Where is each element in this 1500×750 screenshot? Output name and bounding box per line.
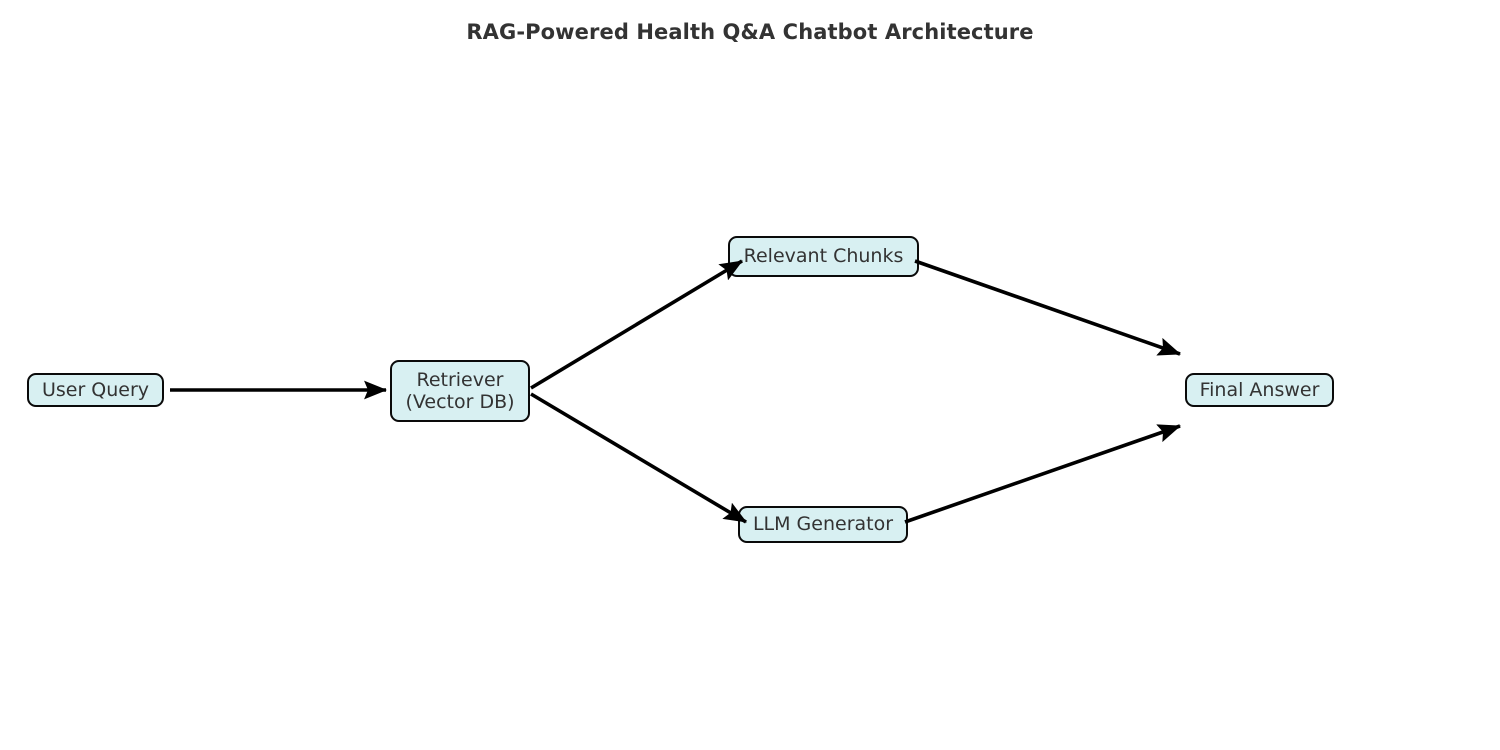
node-final-answer[interactable]: Final Answer — [1185, 373, 1334, 407]
node-llm-generator[interactable]: LLM Generator — [738, 506, 908, 543]
node-retriever[interactable]: Retriever (Vector DB) — [390, 360, 530, 422]
edge-llm-generator-to-final-answer — [904, 424, 1182, 524]
edge-relevant-chunks-to-final-answer — [914, 259, 1182, 356]
node-relevant-chunks[interactable]: Relevant Chunks — [728, 236, 919, 277]
page-title: RAG-Powered Health Q&A Chatbot Architect… — [466, 20, 1034, 44]
edge-retriever-to-relevant-chunks — [530, 259, 743, 390]
edge-retriever-to-llm-generator — [530, 392, 747, 524]
node-user-query[interactable]: User Query — [27, 373, 164, 407]
